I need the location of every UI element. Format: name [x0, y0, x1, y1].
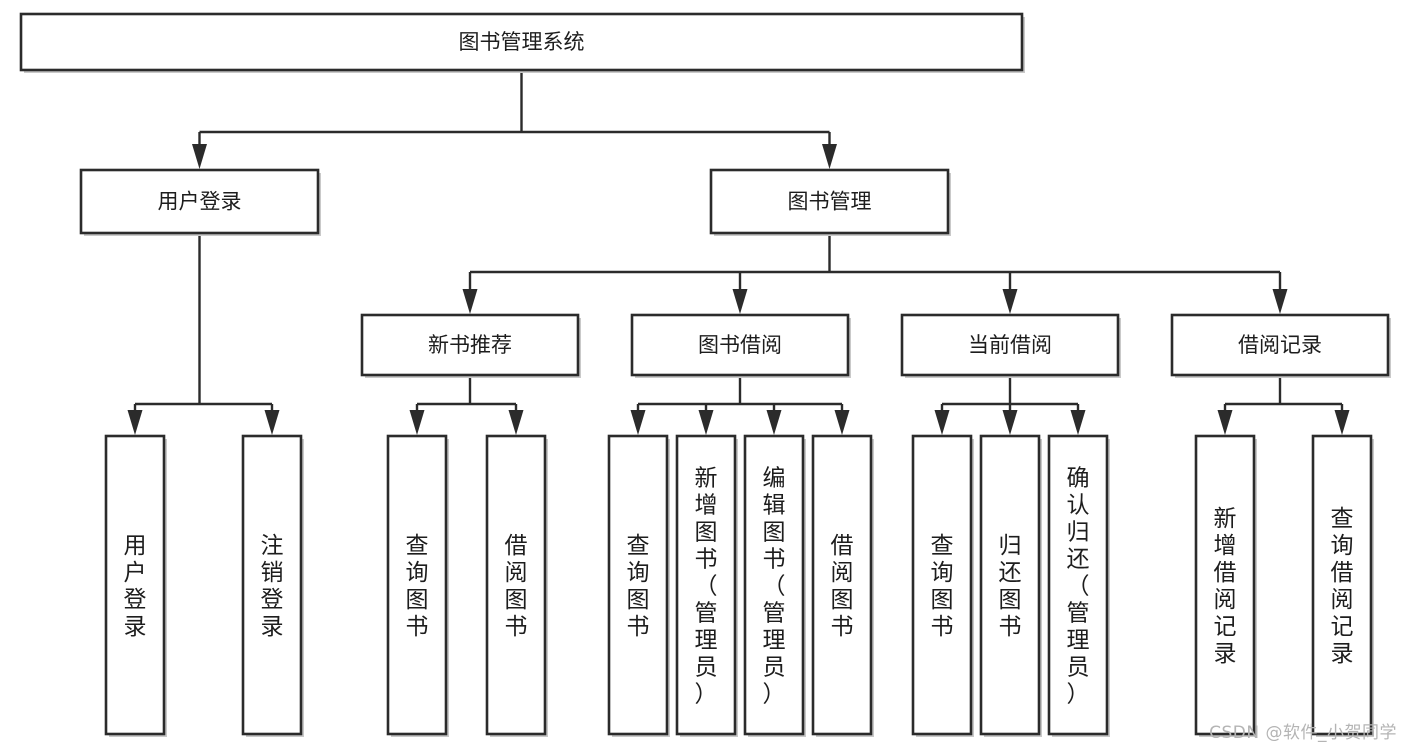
node-leaf-4-查询图书[interactable]: 查询图书 — [607, 434, 670, 737]
node-leaf-4-查询图书-label: 查询图书 — [627, 533, 650, 640]
node-leaf-3-借阅图书[interactable]: 借阅图书 — [485, 434, 548, 737]
node-leaf-2-查询图书-label: 查询图书 — [406, 533, 429, 640]
node-l3-借阅记录-rect[interactable] — [1170, 313, 1390, 377]
node-leaf-10-确认归还管理员-label: 确认归还（管理员） — [1067, 466, 1090, 708]
node-leaf-5-新增图书管理员-rect[interactable] — [675, 434, 737, 736]
arrow-head-icon — [462, 289, 478, 314]
node-leaf-7-借阅图书-rect[interactable] — [811, 434, 873, 736]
node-leaf-9-归还图书-label: 归还图书 — [999, 533, 1022, 640]
node-layer: 图书管理系统用户登录图书管理新书推荐图书借阅当前借阅借阅记录用户登录注销登录查询… — [19, 12, 1391, 737]
arrow-head-icon — [264, 410, 280, 435]
node-l2-用户登录[interactable]: 用户登录 — [79, 168, 321, 236]
arrow-head-icon — [822, 144, 837, 169]
node-l3-借阅记录-label: 借阅记录 — [1238, 333, 1322, 357]
node-leaf-1-注销登录[interactable]: 注销登录 — [241, 434, 304, 737]
node-l2-图书管理-label: 图书管理 — [788, 190, 872, 214]
node-leaf-12-查询借阅记录-label: 查询借阅记录 — [1331, 506, 1354, 667]
node-leaf-8-查询图书-rect[interactable] — [911, 434, 973, 736]
arrow-head-icon — [192, 144, 207, 169]
arrow-head-icon — [934, 410, 950, 435]
node-l2-用户登录-label: 用户登录 — [158, 190, 242, 214]
node-leaf-2-查询图书[interactable]: 查询图书 — [386, 434, 449, 737]
node-leaf-5-新增图书管理员-label: 新增图书（管理员） — [695, 466, 718, 708]
node-leaf-8-查询图书-label: 查询图书 — [931, 533, 954, 640]
arrow-head-icon — [1272, 289, 1288, 314]
node-l3-新书推荐[interactable]: 新书推荐 — [360, 313, 581, 378]
watermark-label: CSDN @软件_小贺同学 — [1209, 723, 1397, 743]
arrow-head-icon — [508, 410, 524, 435]
node-leaf-6-编辑图书管理员[interactable]: 编辑图书（管理员） — [743, 434, 806, 737]
node-leaf-2-查询图书-rect[interactable] — [386, 434, 448, 736]
node-leaf-6-编辑图书管理员-rect[interactable] — [743, 434, 805, 736]
edge-layer — [127, 70, 1350, 435]
node-leaf-7-借阅图书-label: 借阅图书 — [831, 533, 854, 640]
node-l2-图书管理[interactable]: 图书管理 — [709, 168, 951, 236]
node-leaf-8-查询图书[interactable]: 查询图书 — [911, 434, 974, 737]
node-l3-图书借阅-rect[interactable] — [630, 313, 850, 377]
node-l2-用户登录-rect[interactable] — [79, 168, 320, 235]
node-leaf-12-查询借阅记录-rect[interactable] — [1311, 434, 1373, 736]
node-l3-图书借阅-label: 图书借阅 — [698, 333, 782, 357]
arrow-head-icon — [698, 410, 714, 435]
node-leaf-11-新增借阅记录[interactable]: 新增借阅记录 — [1194, 434, 1257, 737]
node-l3-新书推荐-label: 新书推荐 — [428, 333, 512, 357]
node-leaf-5-新增图书管理员[interactable]: 新增图书（管理员） — [675, 434, 738, 737]
arrow-head-icon — [409, 410, 425, 435]
arrow-head-icon — [766, 410, 782, 435]
arrow-head-icon — [732, 289, 748, 314]
node-leaf-10-确认归还管理员[interactable]: 确认归还（管理员） — [1047, 434, 1110, 737]
arrow-head-icon — [127, 410, 143, 435]
node-leaf-3-借阅图书-rect[interactable] — [485, 434, 547, 736]
node-l3-借阅记录[interactable]: 借阅记录 — [1170, 313, 1391, 378]
arrow-head-icon — [1002, 410, 1018, 435]
node-l2-图书管理-rect[interactable] — [709, 168, 950, 235]
node-l3-当前借阅-rect[interactable] — [900, 313, 1120, 377]
node-leaf-12-查询借阅记录[interactable]: 查询借阅记录 — [1311, 434, 1374, 737]
node-leaf-9-归还图书-rect[interactable] — [979, 434, 1041, 736]
node-leaf-0-用户登录-label: 用户登录 — [124, 533, 147, 640]
node-l3-图书借阅[interactable]: 图书借阅 — [630, 313, 851, 378]
node-leaf-3-借阅图书-label: 借阅图书 — [505, 533, 528, 640]
node-leaf-4-查询图书-rect[interactable] — [607, 434, 669, 736]
arrow-head-icon — [1002, 289, 1018, 314]
node-leaf-11-新增借阅记录-label: 新增借阅记录 — [1214, 506, 1237, 667]
node-leaf-9-归还图书[interactable]: 归还图书 — [979, 434, 1042, 737]
node-leaf-1-注销登录-label: 注销登录 — [261, 533, 284, 640]
node-leaf-11-新增借阅记录-rect[interactable] — [1194, 434, 1256, 736]
arrow-head-icon — [630, 410, 646, 435]
node-l3-当前借阅[interactable]: 当前借阅 — [900, 313, 1121, 378]
node-leaf-6-编辑图书管理员-label: 编辑图书（管理员） — [763, 466, 786, 708]
node-leaf-10-确认归还管理员-rect[interactable] — [1047, 434, 1109, 736]
arrow-head-icon — [1334, 410, 1350, 435]
node-leaf-1-注销登录-rect[interactable] — [241, 434, 303, 736]
arrow-head-icon — [834, 410, 850, 435]
node-leaf-7-借阅图书[interactable]: 借阅图书 — [811, 434, 874, 737]
node-root-图书管理系统-rect[interactable] — [19, 12, 1024, 72]
node-l3-新书推荐-rect[interactable] — [360, 313, 580, 377]
arrow-head-icon — [1070, 410, 1086, 435]
node-root-图书管理系统[interactable]: 图书管理系统 — [19, 12, 1025, 73]
node-leaf-0-用户登录-rect[interactable] — [104, 434, 166, 736]
arrow-head-icon — [1217, 410, 1233, 435]
node-l3-当前借阅-label: 当前借阅 — [968, 333, 1052, 357]
node-root-图书管理系统-label: 图书管理系统 — [459, 30, 585, 54]
node-leaf-0-用户登录[interactable]: 用户登录 — [104, 434, 167, 737]
